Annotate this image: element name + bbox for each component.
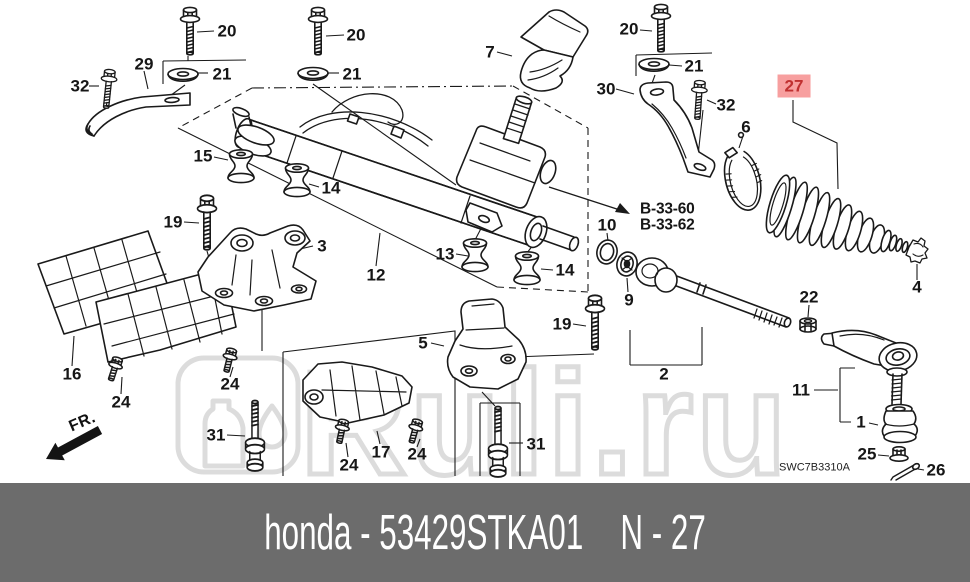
part-callout-11: 11 (792, 380, 810, 400)
part-stiffener-bracket-17 (302, 361, 413, 424)
part-callout-20: 20 (346, 25, 366, 45)
part-callout-19: 19 (163, 212, 183, 232)
part-bracket-30 (639, 81, 716, 178)
part-callout-16: 16 (62, 364, 82, 384)
part-boot-clip-4 (905, 237, 929, 264)
b33-reference-arrow (548, 186, 630, 214)
part-callout-10: 10 (597, 215, 617, 235)
part-callout-14: 14 (555, 260, 575, 280)
part-callout-4: 4 (912, 277, 922, 297)
part-steering-boot-27 (765, 174, 914, 255)
part-callout-21: 21 (684, 56, 704, 76)
part-mount-bracket-5 (446, 298, 527, 390)
part-callout-24: 24 (339, 455, 359, 475)
part-callout-1: 1 (856, 412, 866, 432)
fr-direction-arrow-icon (46, 426, 103, 461)
part-callout-29: 29 (134, 54, 154, 74)
part-callout-24: 24 (407, 444, 427, 464)
construction-lines (162, 52, 713, 476)
part-callout-27: 27 (777, 74, 811, 98)
part-callout-24: 24 (220, 374, 240, 394)
part-cotter-pin-26 (890, 462, 921, 481)
part-callout-3: 3 (317, 236, 327, 256)
part-callout-32: 32 (716, 95, 736, 115)
part-callout-20: 20 (217, 21, 237, 41)
part-clamp-screw-tip (737, 131, 745, 139)
footer-catalog-number: honda - 53429STKA01 (264, 505, 584, 560)
part-callout-21: 21 (342, 64, 362, 84)
footer-bar: honda - 53429STKA01 N - 27 (0, 483, 970, 582)
watermark-text: Ruli.ru (300, 341, 790, 506)
part-callout-31: 31 (206, 425, 226, 445)
part-rack-end-nut-22 (799, 317, 817, 333)
watermark-logo-icon (175, 355, 301, 475)
part-callout-24: 24 (111, 392, 131, 412)
part-callout-6: 6 (741, 117, 751, 137)
part-callout-5: 5 (418, 333, 428, 353)
part-callout-30: 30 (596, 79, 616, 99)
part-callout-B-33-62: B-33-62 (640, 216, 695, 234)
part-callout-9: 9 (624, 290, 634, 310)
part-callout-15: 15 (193, 146, 213, 166)
footer-page-number: N - 27 (620, 505, 706, 560)
part-callout-21: 21 (212, 64, 232, 84)
part-callout-14: 14 (321, 178, 341, 198)
part-dust-seal-1 (881, 403, 919, 444)
part-seal-washer-10 (596, 239, 618, 265)
part-joint-cover-7 (519, 9, 589, 92)
part-callout-31: 31 (526, 434, 546, 454)
part-callout-19: 19 (552, 314, 572, 334)
part-callout-SWC7B3310A: SWC7B3310A (779, 461, 850, 474)
part-lock-washer-9 (616, 251, 638, 277)
part-callout-13: 13 (435, 244, 455, 264)
part-rack-assembly-12 (232, 93, 580, 252)
part-callout-17: 17 (371, 442, 391, 462)
part-callout-22: 22 (799, 287, 819, 307)
part-castle-nut-25 (889, 445, 909, 462)
part-callout-2: 2 (659, 364, 669, 384)
part-callout-12: 12 (366, 265, 386, 285)
part-boot-clamp-6 (723, 146, 763, 211)
part-callout-32: 32 (70, 76, 90, 96)
part-callout-25: 25 (857, 444, 877, 464)
part-callout-26: 26 (926, 460, 946, 480)
part-callout-B-33-60: B-33-60 (640, 200, 695, 218)
part-tie-rod-end-11 (820, 329, 918, 405)
part-bracket-29 (85, 92, 191, 137)
watermark-oil-can-icon (202, 398, 246, 469)
part-inner-tie-rod-2 (635, 257, 792, 328)
part-mount-bracket-3 (197, 224, 317, 312)
part-callout-20: 20 (619, 19, 639, 39)
part-callout-7: 7 (485, 42, 495, 62)
part-heat-shield-16 (37, 230, 237, 363)
